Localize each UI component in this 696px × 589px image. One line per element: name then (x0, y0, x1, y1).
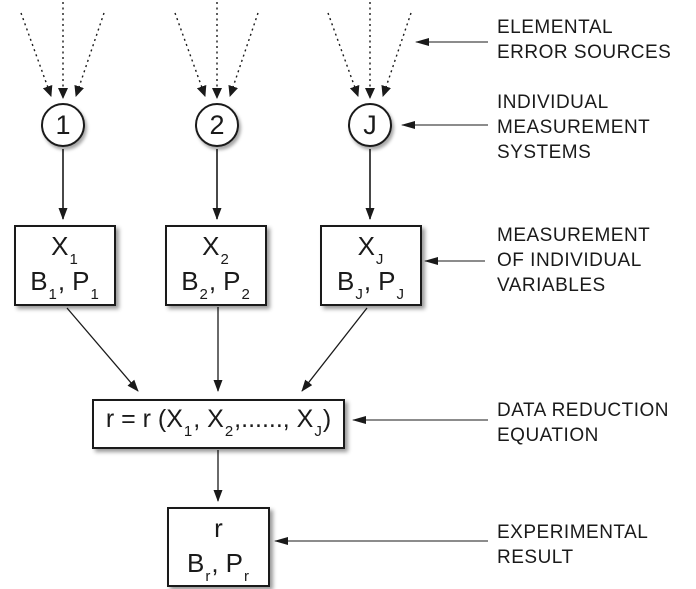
annotation-line: INDIVIDUAL (497, 92, 609, 113)
variable-line: X1 (51, 231, 78, 268)
dotted-arrow (381, 12, 412, 97)
system-node-1: 1 (41, 103, 85, 147)
uncertainty-line: B1,P1 (30, 266, 99, 303)
annotation-line: RESULT (497, 547, 574, 568)
system-node-2: 2 (195, 103, 239, 147)
variable-line: XJ (357, 231, 384, 268)
uncertainty-line: BJ,PJ (337, 266, 404, 303)
elemental-error-arrows-system-j (327, 2, 412, 99)
annotation-individual-measurement-systems: INDIVIDUAL MEASUREMENT SYSTEMS (497, 90, 650, 165)
experimental-result-box: r Br,Pr (167, 507, 270, 587)
annotation-experimental-result: EXPERIMENTAL RESULT (497, 520, 648, 570)
variable-line: X2 (202, 231, 229, 268)
dotted-arrow (174, 12, 207, 97)
result-uncertainty-line: Br,Pr (187, 548, 249, 585)
annotation-line: SYSTEMS (497, 142, 592, 163)
measurement-box-j: XJ BJ,PJ (320, 225, 422, 306)
annotation-leader-lines (274, 38, 488, 545)
arrow (301, 307, 368, 392)
annotation-elemental-error-sources: ELEMENTAL ERROR SOURCES (497, 15, 671, 65)
annotation-measurement-of-individual-variables: MEASUREMENT OF INDIVIDUAL VARIABLES (497, 223, 650, 298)
box-to-equation-arrows (66, 307, 368, 392)
annotation-line: MEASUREMENT (497, 225, 651, 246)
uncertainty-line: B2,P2 (181, 266, 250, 303)
data-reduction-equation-box: r = r (X1, X2,......, XJ) (92, 399, 345, 449)
system-node-j: J (348, 103, 392, 147)
annotation-line: EXPERIMENTAL (497, 522, 649, 543)
arrow (66, 307, 139, 392)
equation-text: r = r (X1, X2,......, XJ) (105, 405, 332, 440)
measurement-box-1: X1 B1,P1 (14, 225, 116, 306)
dotted-arrow (74, 12, 105, 97)
annotation-line: ERROR SOURCES (497, 42, 672, 63)
annotation-line: ELEMENTAL (497, 17, 614, 38)
system-to-box-arrows (58, 149, 375, 220)
dotted-arrow (327, 12, 360, 97)
annotation-line: MEASUREMENT (497, 117, 651, 138)
annotation-line: VARIABLES (497, 275, 606, 296)
system-node-label: 2 (209, 109, 225, 140)
elemental-error-arrows-system-2 (174, 2, 259, 99)
annotation-line: OF INDIVIDUAL (497, 250, 642, 271)
system-node-label: J (363, 109, 377, 140)
dotted-arrow (228, 12, 259, 97)
measurement-box-2: X2 B2,P2 (165, 225, 267, 306)
result-line: r (214, 513, 223, 543)
annotation-line: DATA REDUCTION (497, 400, 670, 421)
annotation-data-reduction-equation: DATA REDUCTION EQUATION (497, 398, 669, 448)
annotation-line: EQUATION (497, 425, 599, 446)
system-node-label: 1 (55, 109, 71, 140)
elemental-error-arrows-system-1 (20, 2, 105, 99)
dotted-arrow (20, 12, 53, 97)
